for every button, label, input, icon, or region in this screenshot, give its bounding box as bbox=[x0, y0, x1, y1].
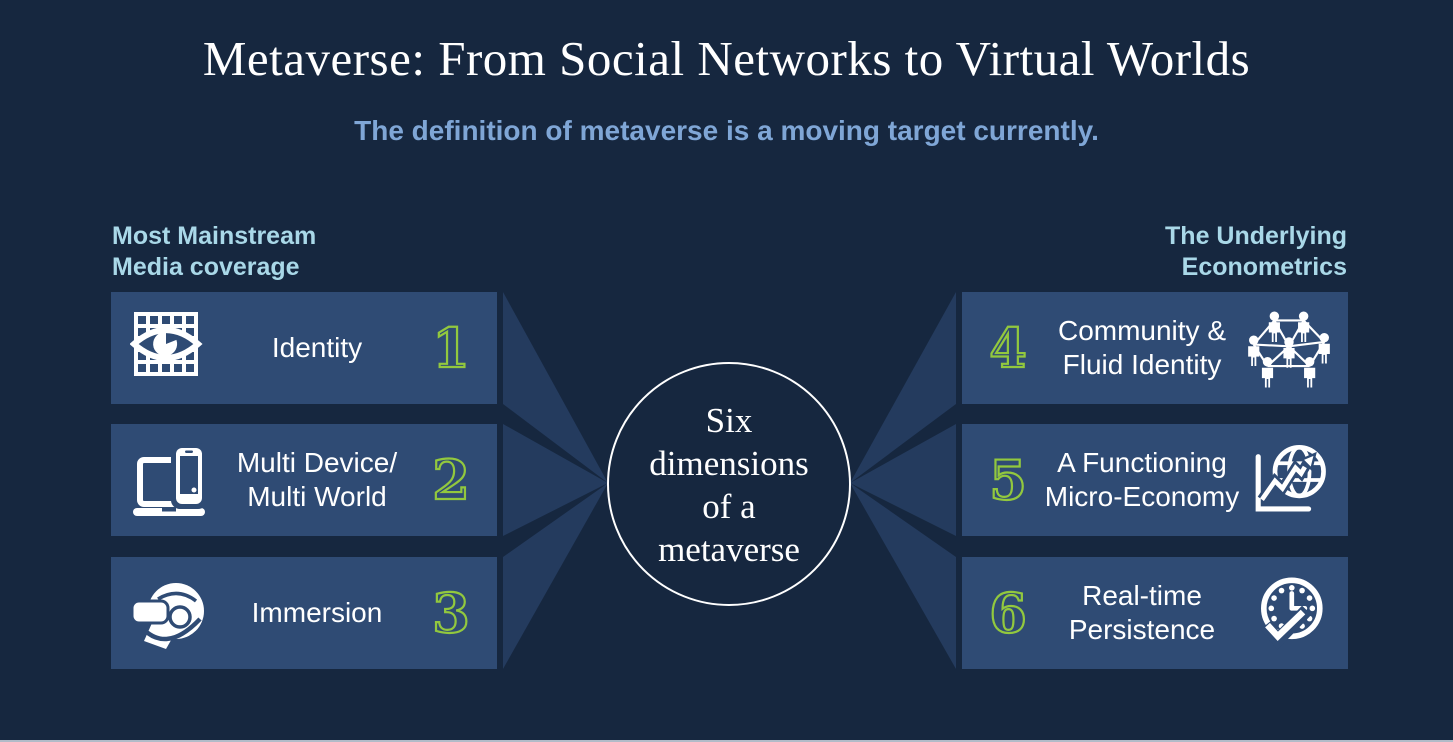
center-circle-outline bbox=[607, 362, 851, 606]
left-header-line-2: Media coverage bbox=[112, 253, 300, 281]
card-number: 3 bbox=[431, 580, 471, 646]
wedge-right-3 bbox=[850, 483, 956, 669]
card-label: Identity bbox=[271, 332, 363, 363]
card-multi-device: Multi Device/ Multi World 2 bbox=[111, 424, 497, 536]
community-network-icon bbox=[1246, 302, 1332, 394]
circle-line-3: of a bbox=[702, 487, 756, 526]
card-number: 4 bbox=[988, 315, 1028, 381]
card-identity: Identity 1 bbox=[111, 292, 497, 404]
card-label: Real-time Persistence bbox=[1068, 580, 1216, 645]
card-label: Immersion bbox=[251, 597, 383, 628]
right-header-line-1: The Underlying bbox=[1165, 222, 1347, 250]
card-immersion: Immersion 3 bbox=[111, 557, 497, 669]
wedge-left-2 bbox=[503, 424, 608, 536]
card-persistence: 6 Real-time Persistence bbox=[962, 557, 1348, 669]
laptop-phone-icon bbox=[127, 434, 213, 526]
vr-headset-icon bbox=[127, 567, 213, 659]
circle-line-1: Six bbox=[705, 401, 753, 440]
page-title: Metaverse: From Social Networks to Virtu… bbox=[202, 31, 1251, 86]
circle-line-2: dimensions bbox=[649, 444, 809, 483]
card-label: A Functioning Micro-Economy bbox=[1044, 447, 1240, 512]
wedge-left-1 bbox=[503, 292, 608, 483]
card-community: 4 Community & Fluid Identity bbox=[962, 292, 1348, 404]
wedge-right-2 bbox=[850, 424, 956, 536]
page-subtitle: The definition of metaverse is a moving … bbox=[354, 115, 1099, 146]
wedge-left-3 bbox=[503, 483, 608, 669]
left-header-line-1: Most Mainstream bbox=[112, 222, 317, 250]
right-header-line-2: Econometrics bbox=[1181, 253, 1347, 281]
left-column-header: Most Mainstream Media coverage bbox=[112, 221, 316, 283]
wedge-right-1 bbox=[850, 292, 956, 483]
right-column-header: The Underlying Econometrics bbox=[1165, 221, 1347, 283]
clock-check-icon bbox=[1246, 567, 1332, 659]
eye-grid-icon bbox=[127, 302, 213, 394]
card-micro-economy: 5 A Functioning Micro-Economy bbox=[962, 424, 1348, 536]
card-number: 1 bbox=[431, 315, 471, 381]
card-label: Multi Device/ Multi World bbox=[236, 447, 398, 512]
card-number: 2 bbox=[431, 447, 471, 513]
circle-line-4: metaverse bbox=[658, 530, 800, 569]
card-label: Community & Fluid Identity bbox=[1057, 315, 1227, 380]
card-number: 5 bbox=[988, 447, 1028, 513]
card-number: 6 bbox=[988, 580, 1028, 646]
center-circle-label: Six dimensions of a metaverse bbox=[569, 399, 889, 571]
globe-chart-icon bbox=[1246, 434, 1332, 526]
bottom-edge-line bbox=[0, 740, 1453, 742]
